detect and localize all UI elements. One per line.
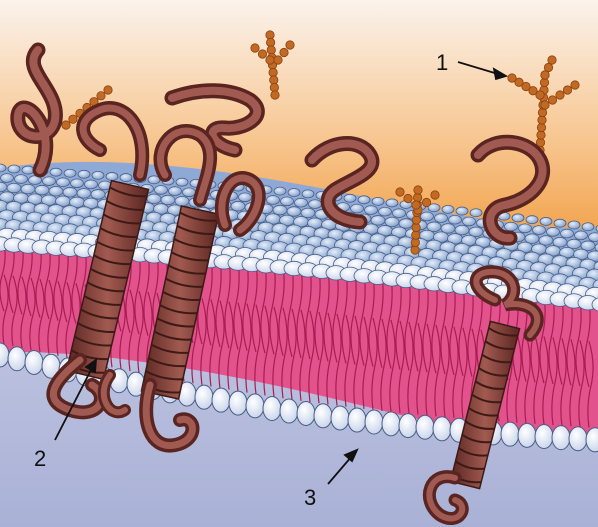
label-2: 2 xyxy=(34,446,46,471)
label-3: 3 xyxy=(304,485,316,510)
label-1: 1 xyxy=(436,50,448,75)
